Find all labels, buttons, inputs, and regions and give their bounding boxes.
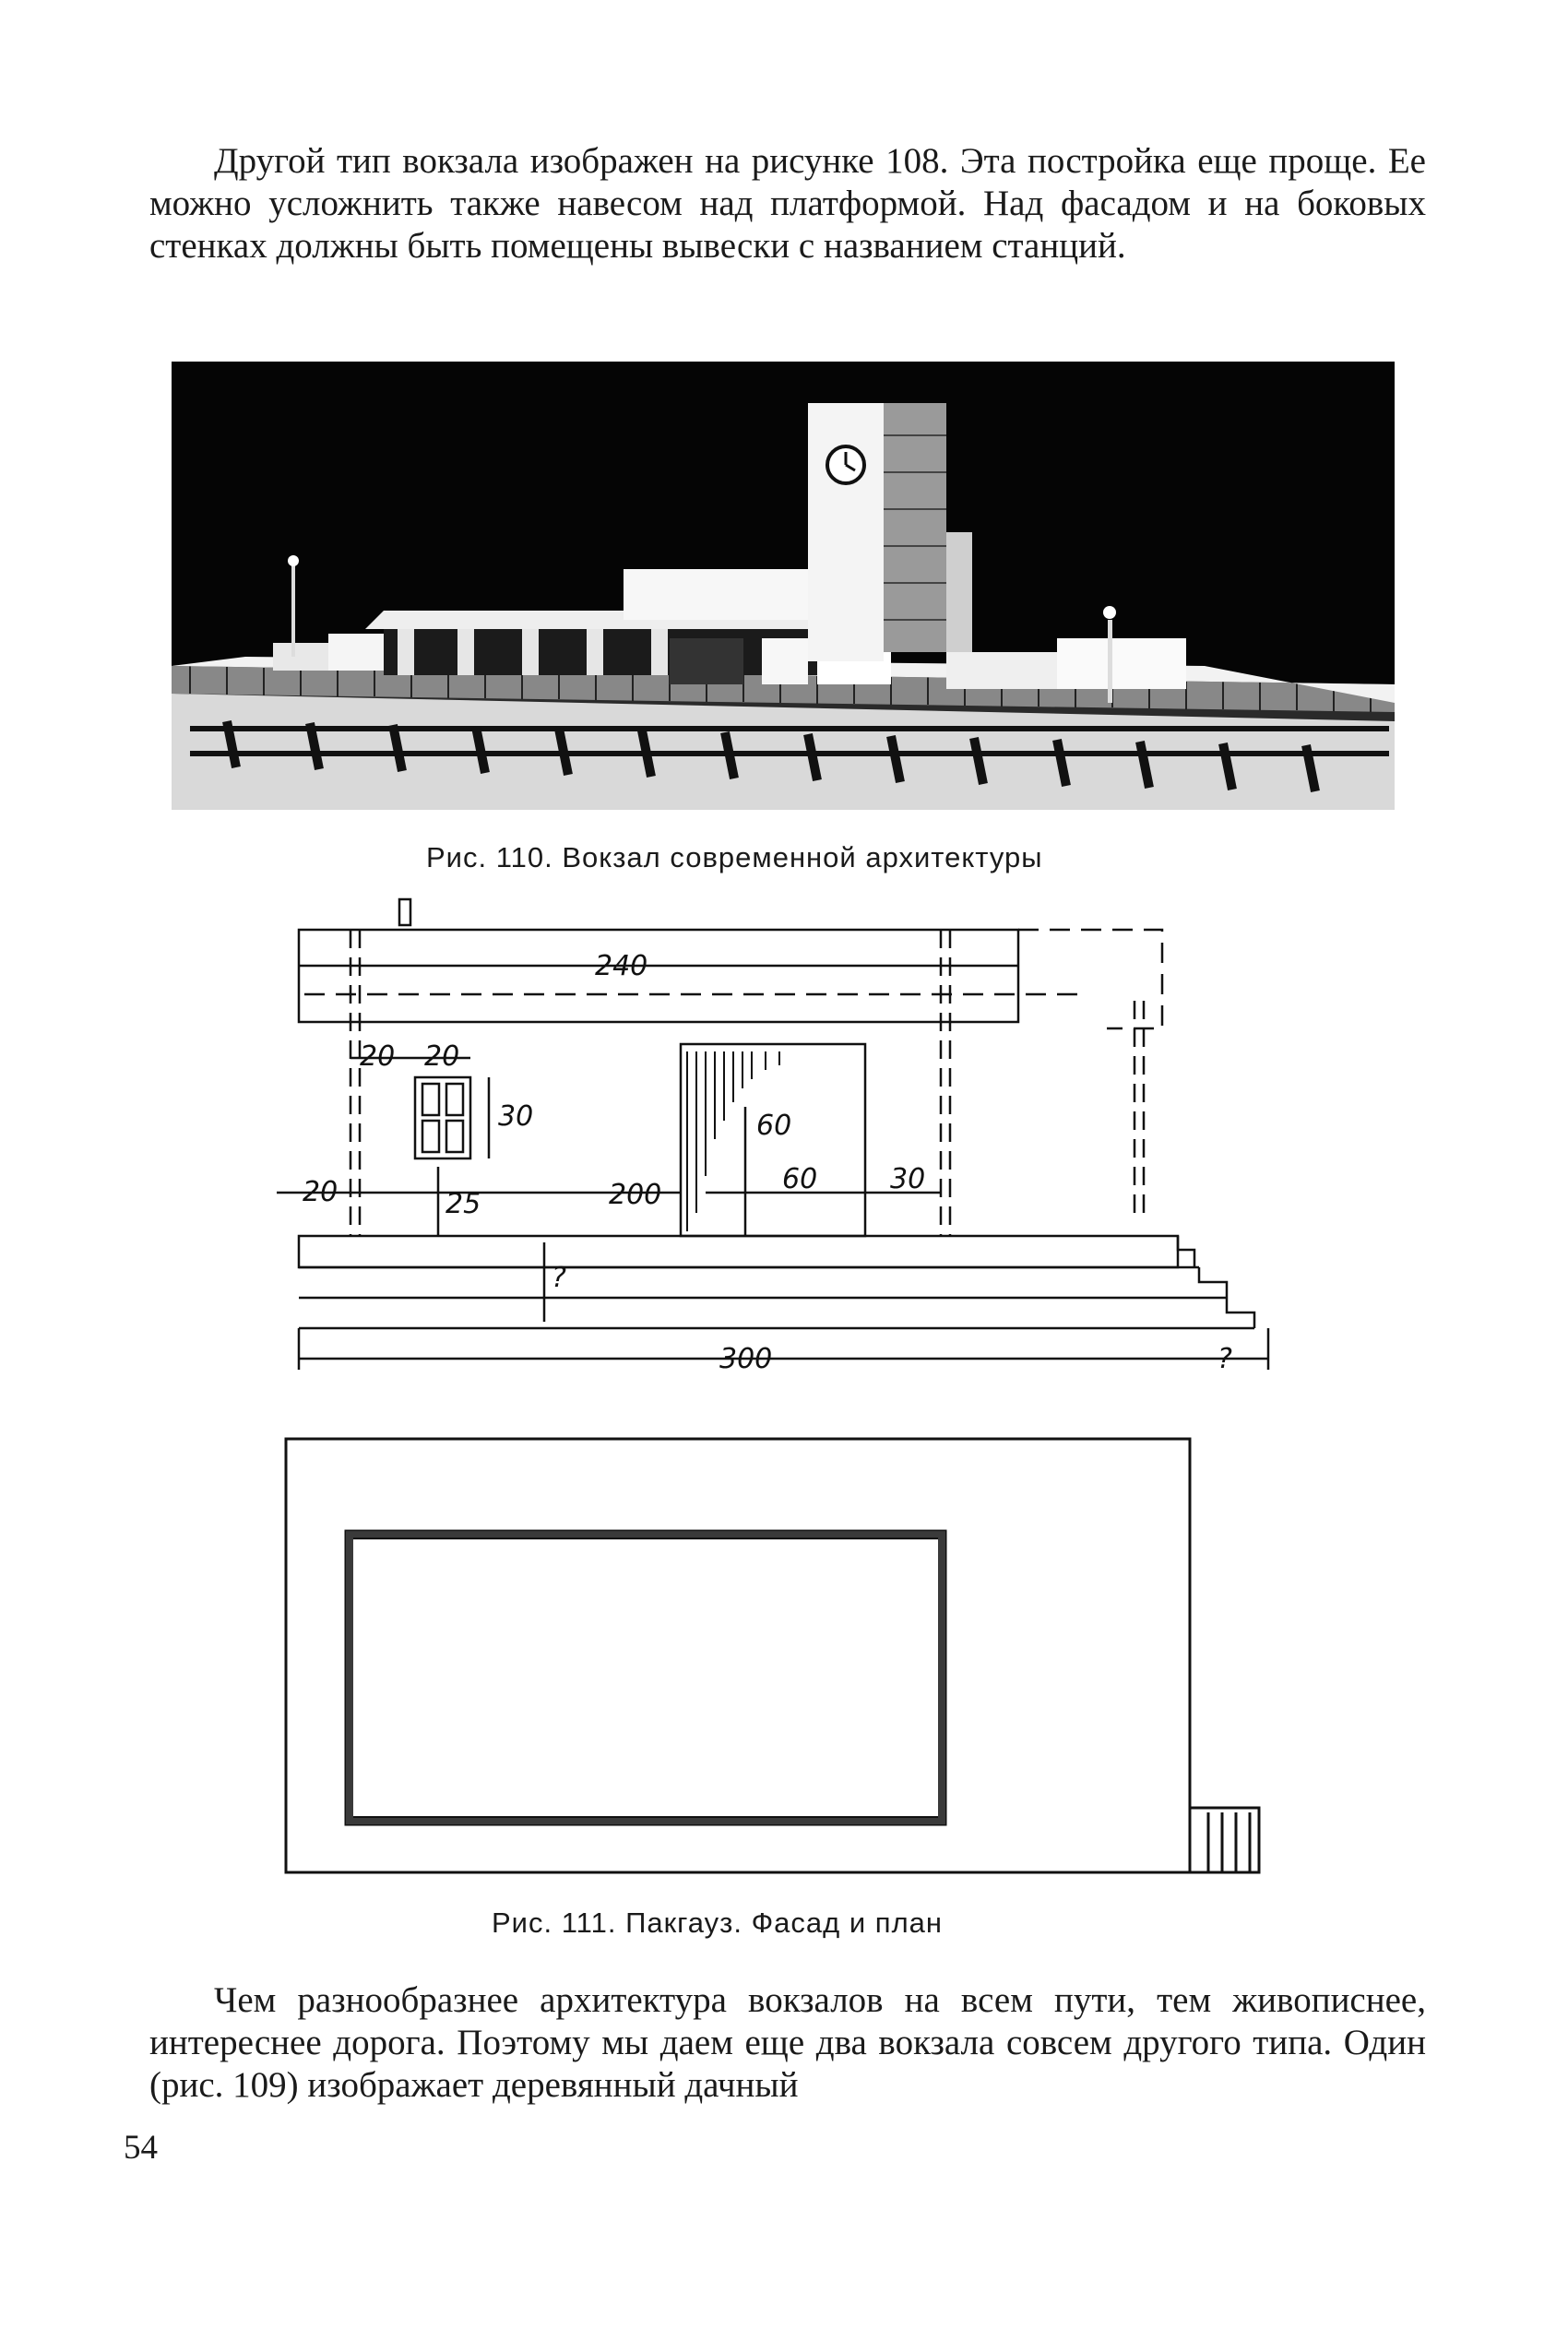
dim-sill-height: 25: [445, 1188, 481, 1220]
figure-111-facade-drawing: 240 20 20 30 60 20 25 200 60 30 ? 300 ?: [277, 897, 1270, 1375]
dim-door-height: 60: [756, 1110, 791, 1142]
figure-111-plan-drawing: [284, 1437, 1261, 1874]
bottom-paragraph-text: Чем разнообразнее архитектура вокзалов н…: [149, 1980, 1426, 2105]
page-number: 54: [124, 2129, 158, 2167]
figure-111-caption: Рис. 111. Пакгауз. Фасад и план: [492, 1907, 944, 1939]
dim-window-width: 20: [424, 1040, 459, 1073]
bottom-paragraph: Чем разнообразнее архитектура вокзалов н…: [149, 1979, 1426, 2107]
figure-110-caption: Рис. 110. Вокзал современной архитектуры: [426, 841, 1043, 873]
dim-total-width: 300: [719, 1343, 772, 1375]
dim-steps-extra: ?: [1218, 1343, 1232, 1375]
dim-door-to-wall: 30: [890, 1163, 925, 1195]
dim-door-width: 60: [782, 1163, 817, 1195]
dim-window-height: 30: [498, 1100, 533, 1133]
dim-to-door: 200: [609, 1179, 661, 1211]
top-paragraph-text: Другой тип вокзала изображен на рисунке …: [149, 141, 1426, 266]
dim-step-height: ?: [552, 1262, 566, 1294]
top-paragraph: Другой тип вокзала изображен на рисунке …: [149, 140, 1426, 267]
figure-110-station-illustration: [172, 362, 1395, 810]
dim-left-offset: 20: [303, 1176, 338, 1208]
dim-window-offset: 20: [360, 1040, 395, 1073]
dim-roof-width: 240: [595, 950, 647, 982]
